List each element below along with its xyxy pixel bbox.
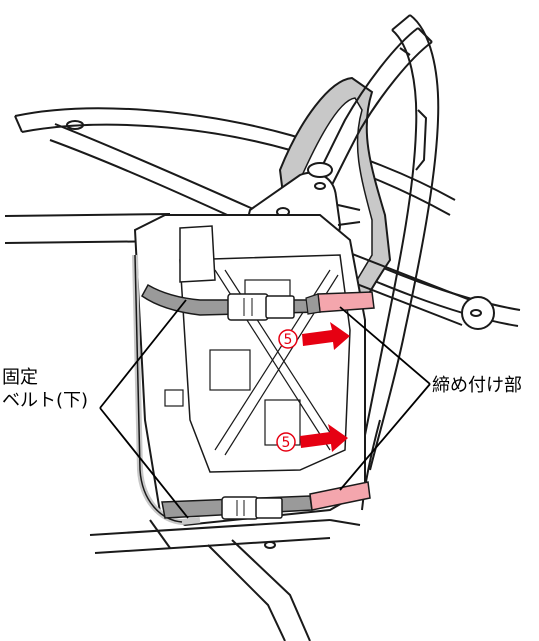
bottom-frame [89, 519, 361, 641]
right-frame-tube [361, 14, 440, 511]
tightening-part-leader-lines [339, 306, 431, 491]
basket-body [132, 214, 366, 527]
lower-step-number: 5 [282, 435, 291, 451]
lower-red-arrow [300, 424, 348, 452]
upper-red-arrow [302, 322, 350, 350]
upper-fixing-belt [141, 283, 375, 321]
upper-step-number: 5 [284, 332, 293, 348]
fixing-belt-leader-lines [99, 299, 189, 519]
fixing-belt-label-line1: 固定 [2, 367, 38, 388]
lower-step-marker: 5 [276, 432, 296, 452]
upper-step-marker: 5 [278, 329, 298, 349]
tightening-part-label: 締め付け部 [432, 375, 522, 396]
fixing-belt-label-line2: ベルト(下) [2, 390, 89, 411]
lower-fixing-belt [161, 481, 371, 520]
